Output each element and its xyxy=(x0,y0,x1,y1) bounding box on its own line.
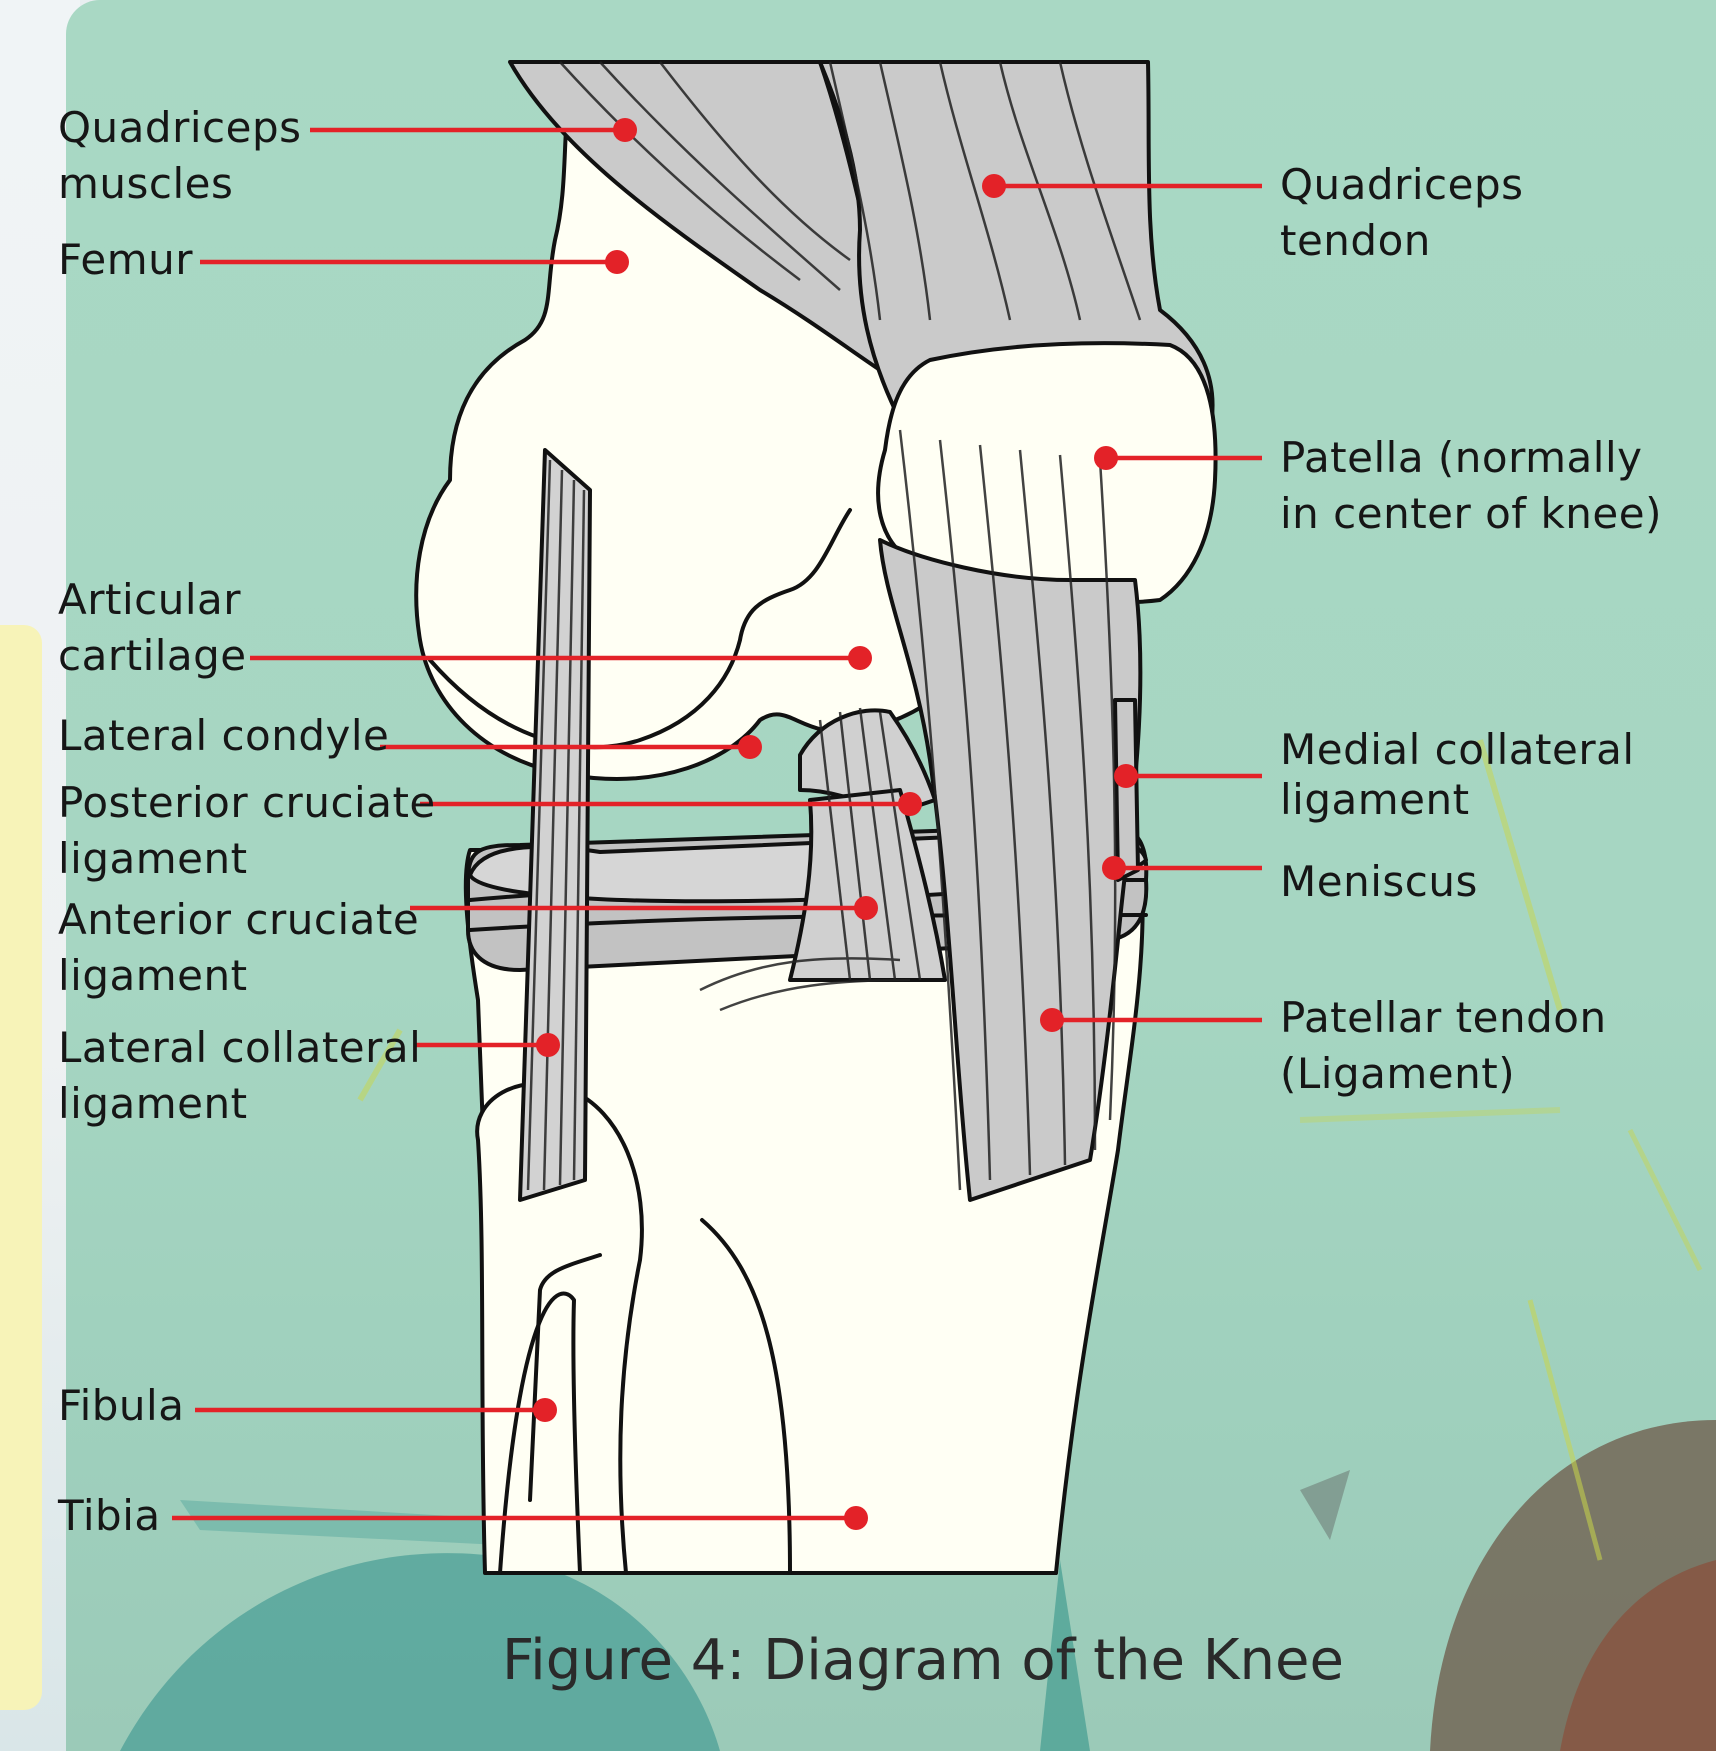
label-line: ligament xyxy=(58,1076,421,1132)
label-femur: Femur xyxy=(58,232,193,288)
label-meniscus: Meniscus xyxy=(1280,854,1478,910)
label-line: Patella (normally xyxy=(1280,430,1662,486)
label-line: muscles xyxy=(58,156,302,212)
label-line: Quadriceps xyxy=(1280,157,1524,213)
label-line: Quadriceps xyxy=(58,100,302,156)
label-tibia: Tibia xyxy=(58,1488,161,1544)
label-line: in center of knee) xyxy=(1280,486,1662,542)
label-patella: Patella (normally in center of knee) xyxy=(1280,430,1662,542)
medial-collateral-ligament xyxy=(1115,700,1138,880)
label-line: Posterior cruciate xyxy=(58,775,436,831)
label-line: Anterior cruciate xyxy=(58,892,419,948)
label-line: cartilage xyxy=(58,628,247,684)
label-line: ligament xyxy=(1280,775,1635,825)
label-articular-cartilage: Articular cartilage xyxy=(58,572,247,684)
figure-caption: Figure 4: Diagram of the Knee xyxy=(502,1628,1344,1693)
label-lateral-condyle: Lateral condyle xyxy=(58,708,389,764)
label-fibula: Fibula xyxy=(58,1378,184,1434)
label-quadriceps-muscles: Quadriceps muscles xyxy=(58,100,302,212)
label-quadriceps-tendon: Quadriceps tendon xyxy=(1280,157,1524,269)
label-medial-collateral: Medial collateral ligament xyxy=(1280,725,1635,825)
label-patellar-tendon: Patellar tendon (Ligament) xyxy=(1280,990,1607,1102)
label-line: ligament xyxy=(58,831,436,887)
label-lateral-collateral: Lateral collateral ligament xyxy=(58,1020,421,1132)
label-line: tendon xyxy=(1280,213,1524,269)
label-line: Lateral collateral xyxy=(58,1020,421,1076)
label-anterior-cruciate: Anterior cruciate ligament xyxy=(58,892,419,1004)
label-posterior-cruciate: Posterior cruciate ligament xyxy=(58,775,436,887)
label-line: Medial collateral xyxy=(1280,725,1635,775)
label-line: (Ligament) xyxy=(1280,1046,1607,1102)
label-line: ligament xyxy=(58,948,419,1004)
label-line: Articular xyxy=(58,572,247,628)
label-line: Patellar tendon xyxy=(1280,990,1607,1046)
